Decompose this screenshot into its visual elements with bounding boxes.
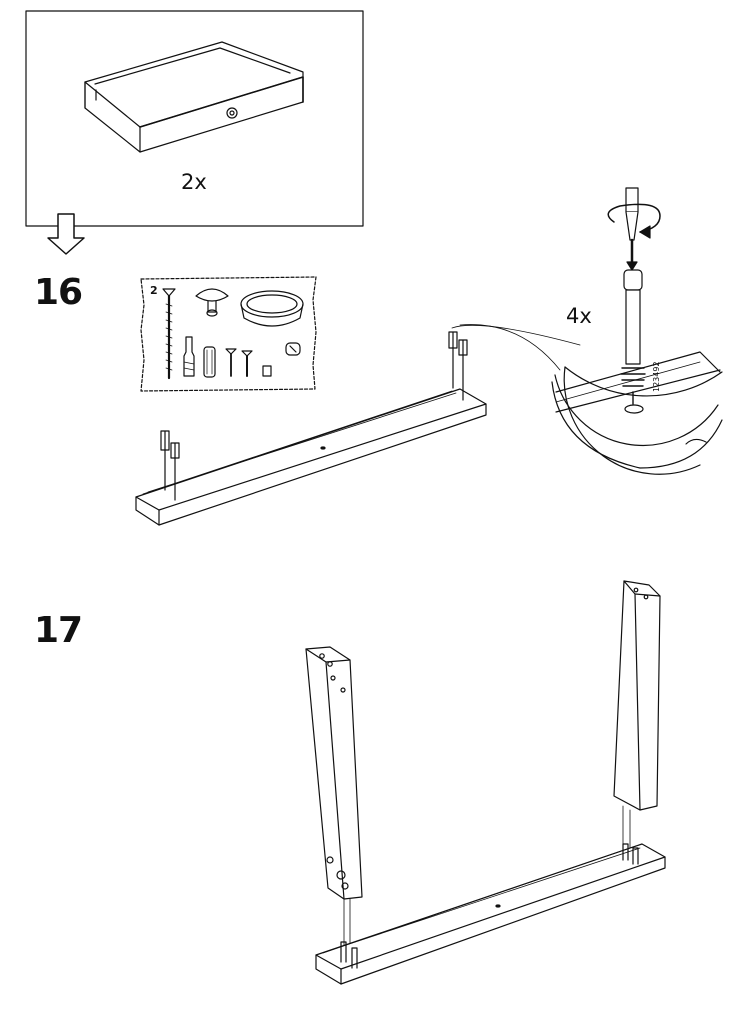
article-number: 123492 [652,361,661,392]
side-panel-right [613,580,661,853]
hardware-pack [140,276,317,392]
zoom-quantity: 4x [566,304,592,328]
side-panel-left [305,646,363,961]
step-number-17: 17 [34,610,83,651]
next-step-arrow-icon [47,213,85,255]
pack-count: 2 [150,284,158,297]
screwdriver-icon [607,187,661,271]
previous-step-quantity: 2x [181,170,207,194]
bottom-rail-step16 [135,324,581,526]
bottom-rail-step17 [315,843,666,985]
step-number-16: 16 [34,272,83,313]
drawer-illustration [84,41,304,153]
cam-bolt-icon [620,269,646,405]
detail-zoom-circle [551,351,723,475]
